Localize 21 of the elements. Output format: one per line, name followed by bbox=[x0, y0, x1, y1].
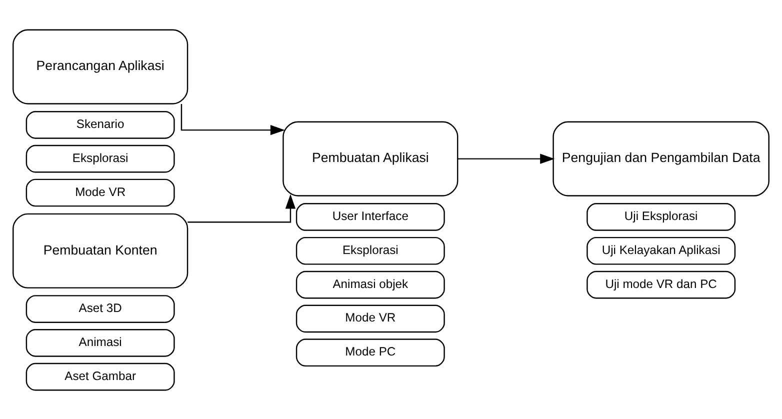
node-box: Perancangan Aplikasi bbox=[12, 28, 188, 104]
node-box: Uji Eksplorasi bbox=[586, 202, 736, 230]
node-box: Mode VR bbox=[296, 304, 445, 332]
node-box: Skenario bbox=[26, 110, 175, 138]
node-box: Mode VR bbox=[26, 178, 175, 206]
node-box: Pembuatan Konten bbox=[12, 212, 188, 288]
node-box: Uji Kelayakan Aplikasi bbox=[586, 236, 736, 264]
node-box: Aset 3D bbox=[26, 294, 175, 322]
node-box: Aset Gambar bbox=[26, 362, 175, 390]
node-box: Mode PC bbox=[296, 338, 445, 366]
arrow bbox=[188, 194, 296, 222]
node-box: User Interface bbox=[296, 202, 445, 230]
node-box: Pengujian dan Pengambilan Data bbox=[552, 120, 770, 196]
node-box: Animasi bbox=[26, 328, 175, 356]
arrow bbox=[458, 153, 555, 164]
node-box: Animasi objek bbox=[296, 270, 445, 298]
arrow bbox=[180, 103, 285, 135]
node-box: Uji mode VR dan PC bbox=[586, 270, 736, 298]
node-box: Eksplorasi bbox=[296, 236, 445, 264]
node-box: Eksplorasi bbox=[26, 144, 175, 172]
node-box: Pembuatan Aplikasi bbox=[282, 120, 458, 196]
